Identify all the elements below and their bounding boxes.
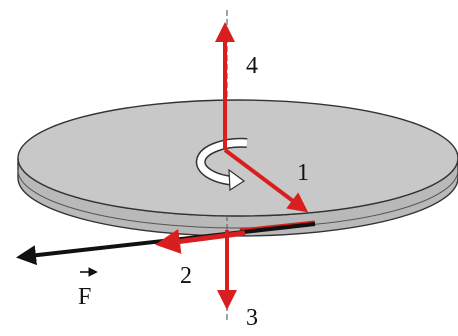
disc-edge-line: [17, 169, 458, 229]
label-3: 3: [246, 305, 258, 331]
arrow-1: [223, 148, 309, 213]
disc: [17, 99, 458, 237]
label-2: 2: [180, 263, 192, 289]
label-1: 1: [297, 160, 309, 186]
rotation-arrow-icon: [195, 137, 248, 192]
label-4: 4: [246, 53, 258, 79]
force-label: F: [78, 284, 91, 310]
arrow-2: [155, 229, 246, 254]
